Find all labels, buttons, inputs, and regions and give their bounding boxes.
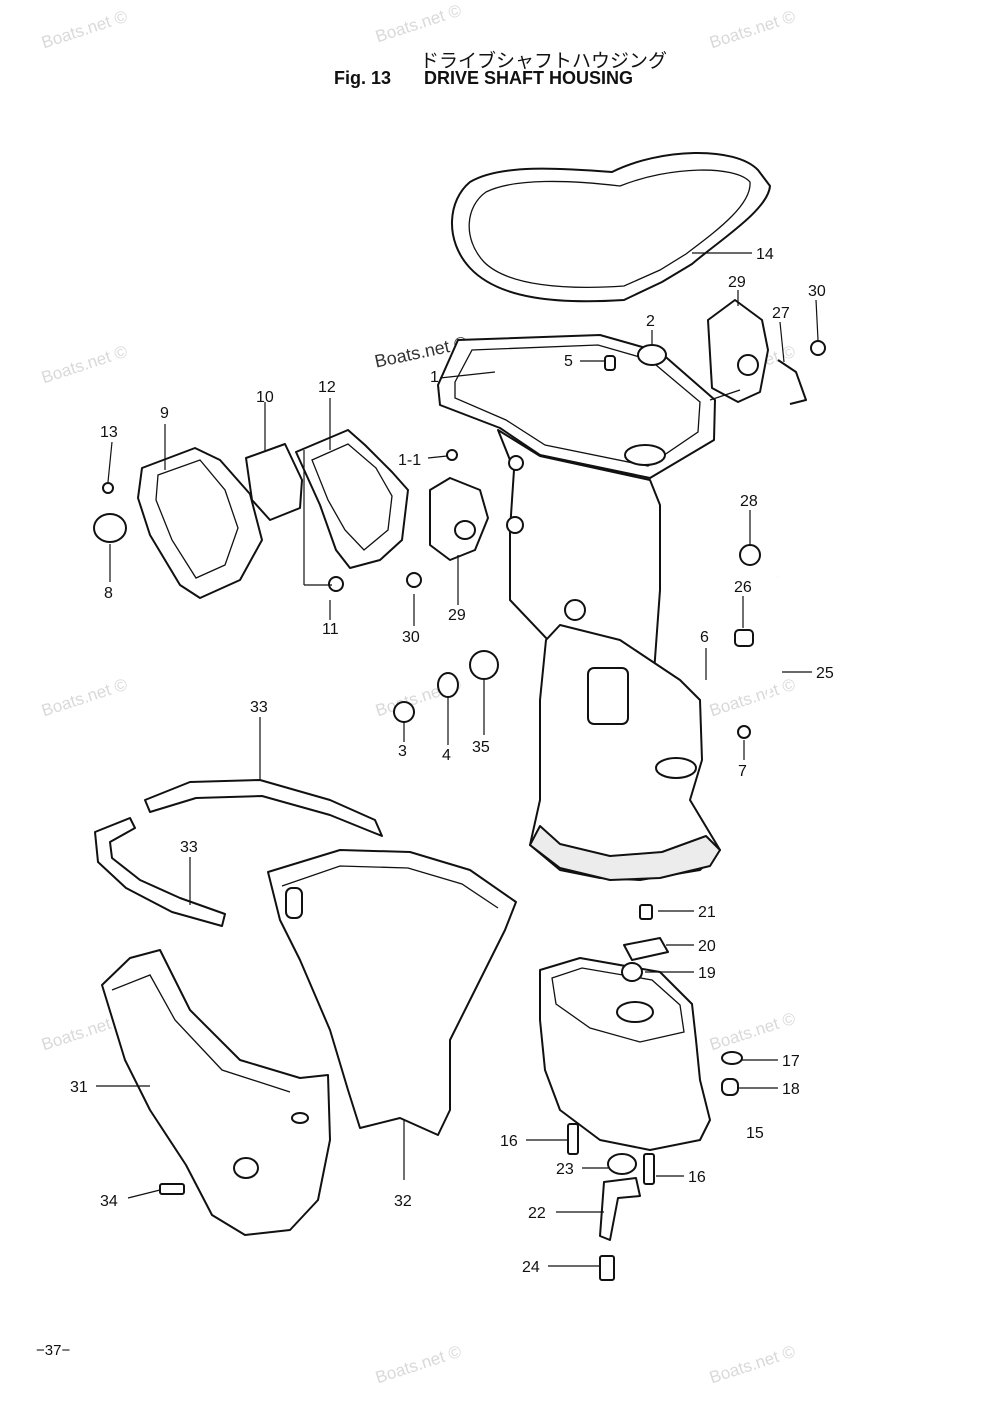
callout-23: 23 <box>556 1161 574 1178</box>
callout-29-upper: 29 <box>728 274 746 291</box>
callout-24: 24 <box>522 1259 540 1276</box>
callout-2: 2 <box>646 313 655 330</box>
callout-33-upper: 33 <box>250 699 268 716</box>
callout-25: 25 <box>816 665 834 682</box>
part-gasket-10 <box>245 443 303 521</box>
callout-10: 10 <box>256 389 274 406</box>
callout-4: 4 <box>442 747 451 764</box>
part-small-hardware <box>93 340 826 739</box>
callout-21: 21 <box>698 904 716 921</box>
callout-1: 1 <box>430 369 439 386</box>
callout-3: 3 <box>398 743 407 760</box>
callout-8: 8 <box>104 585 113 602</box>
callout-31: 31 <box>70 1079 88 1096</box>
callout-30-upper: 30 <box>808 283 826 300</box>
callout-20: 20 <box>698 938 716 955</box>
callout-30-lower: 30 <box>402 629 420 646</box>
part-bracket-27 <box>777 359 807 405</box>
part-gasket-12 <box>295 429 409 569</box>
callout-labels: 1 1-1 2 3 4 5 6 7 8 9 10 11 12 13 14 15 … <box>70 246 834 1276</box>
figure-number: Fig. 13 <box>334 68 392 88</box>
callout-16-b: 16 <box>688 1169 706 1186</box>
title-japanese: ドライブシャフトハウジング <box>420 50 668 72</box>
callout-17: 17 <box>782 1053 800 1070</box>
part-lower-cover-left <box>101 949 331 1236</box>
callout-9: 9 <box>160 405 169 422</box>
callout-7: 7 <box>738 763 747 780</box>
callout-16: 16 <box>500 1133 518 1150</box>
callout-32: 32 <box>394 1193 412 1210</box>
part-cover-plate <box>137 447 263 599</box>
page-number: −37− <box>36 1342 71 1359</box>
part-drive-shaft-housing <box>437 334 721 881</box>
callout-1-1: 1-1 <box>398 452 421 469</box>
callout-34: 34 <box>100 1193 118 1210</box>
callout-6: 6 <box>700 629 709 646</box>
callout-13: 13 <box>100 424 118 441</box>
part-lower-hardware <box>159 904 743 1281</box>
callout-11: 11 <box>322 621 339 638</box>
figure-title-text: DRIVE SHAFT HOUSING <box>424 68 634 88</box>
part-lower-cover-right <box>267 849 517 1136</box>
callout-33-lower: 33 <box>180 839 198 856</box>
callout-5: 5 <box>564 353 573 370</box>
callout-19: 19 <box>698 965 716 982</box>
part-mount-rubber-lower <box>429 477 489 561</box>
callout-14: 14 <box>756 246 774 263</box>
callout-35: 35 <box>472 739 490 756</box>
callout-12: 12 <box>318 379 336 396</box>
callout-26: 26 <box>734 579 752 596</box>
part-water-tube <box>766 574 809 761</box>
callout-27: 27 <box>772 305 790 322</box>
figure-title: Fig. 13 DRIVE SHAFT HOUSING <box>334 68 633 89</box>
callout-29-lower: 29 <box>448 607 466 624</box>
callout-22: 22 <box>528 1205 546 1222</box>
part-seal-strips <box>94 779 383 927</box>
part-mount-rubber-upper <box>707 299 769 403</box>
part-seal-ring <box>451 151 771 303</box>
callout-28: 28 <box>740 493 758 510</box>
part-gear-case-upper <box>539 957 711 1151</box>
callout-15: 15 <box>746 1125 764 1142</box>
leader-lines <box>96 252 819 1267</box>
callout-18: 18 <box>782 1081 800 1098</box>
